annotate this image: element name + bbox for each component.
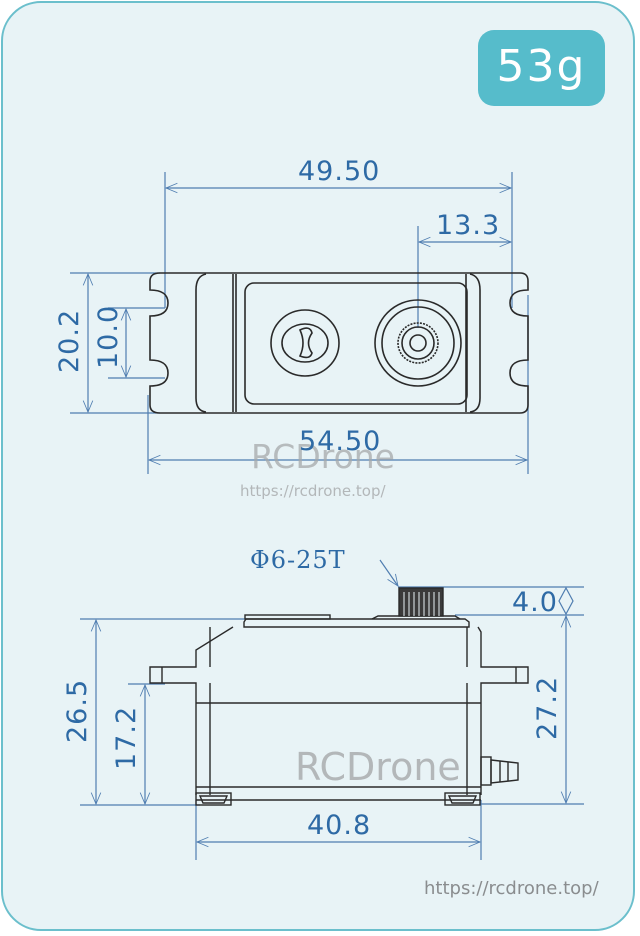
- dim-body-height-right: 27.2: [532, 676, 563, 740]
- side-view: RCDrone Φ6-25T 4.0 26.5 17.2 27.2 40.8: [62, 546, 584, 860]
- spline-spec: 6-25T: [271, 546, 346, 574]
- dim-horn-offset: 13.3: [436, 210, 500, 241]
- watermark-text: RCDrone: [251, 437, 395, 476]
- weight-badge: 53g: [478, 30, 605, 106]
- watermark-url: https://rcdrone.top/: [240, 482, 386, 500]
- dim-body-width: 40.8: [307, 810, 371, 841]
- top-view: RCDrone https://rcdrone.top/ 49.50 13.3 …: [54, 156, 529, 500]
- footer-url: https://rcdrone.top/: [424, 878, 599, 899]
- watermark-text-side: RCDrone: [295, 745, 461, 789]
- servo-side-outline: [149, 587, 529, 806]
- dim-body-height-left: 26.5: [62, 679, 93, 743]
- dim-total-length: 54.50: [299, 426, 381, 457]
- dim-height: 20.2: [54, 309, 85, 373]
- dim-mount-height: 17.2: [111, 706, 142, 770]
- phi-symbol: Φ: [250, 546, 271, 574]
- dim-overall-width: 49.50: [298, 156, 380, 187]
- spline-spec-label: Φ6-25T: [250, 546, 346, 574]
- dim-spline-height: 4.0: [512, 587, 558, 618]
- dim-hole-spacing: 10.0: [93, 305, 124, 369]
- servo-top-outline: [149, 272, 529, 414]
